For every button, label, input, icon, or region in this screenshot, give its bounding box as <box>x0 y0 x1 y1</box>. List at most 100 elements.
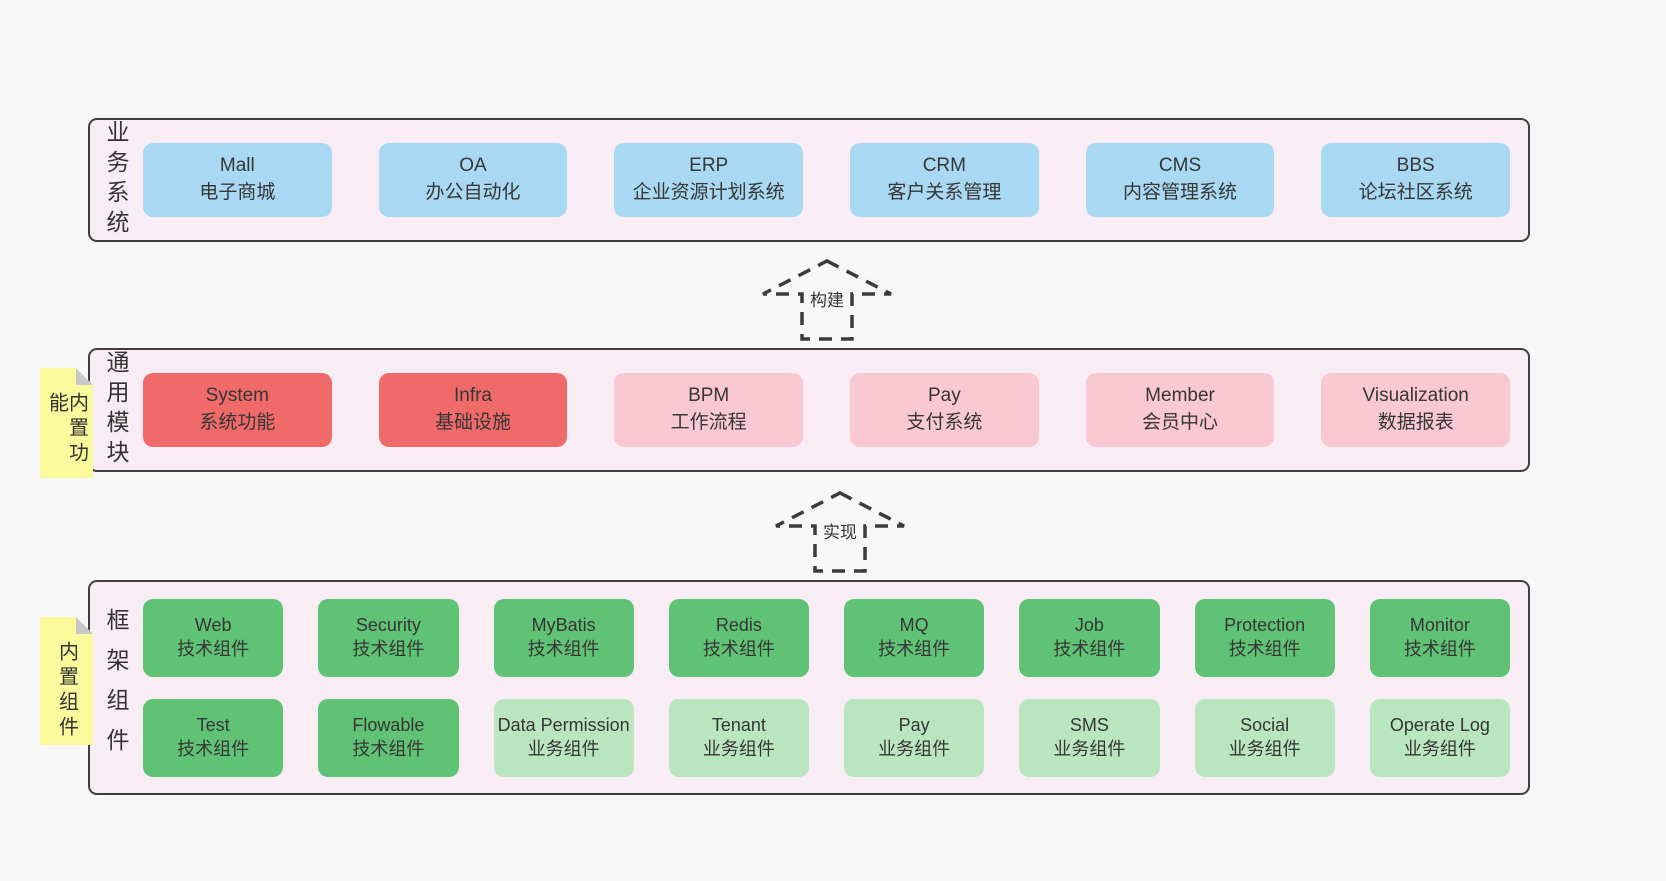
box-pay: Pay 支付系统 <box>850 373 1039 447</box>
arrow-implement: 实现 <box>772 489 908 575</box>
box-monitor: Monitor 技术组件 <box>1369 598 1510 677</box>
box-subtitle: 业务组件 <box>1228 738 1301 759</box>
box-title: Flowable <box>352 715 425 736</box>
box-title: ERP <box>689 155 729 177</box>
box-subtitle: 技术组件 <box>177 738 250 759</box>
box-mybatis: MyBatis 技术组件 <box>493 598 634 677</box>
box-title: CMS <box>1158 155 1202 177</box>
box-title: Visualization <box>1362 385 1469 407</box>
arrow-build: 构建 <box>759 257 895 343</box>
box-operate-log: Operate Log 业务组件 <box>1369 698 1510 777</box>
box-subtitle: 支付系统 <box>906 412 983 433</box>
box-title: Security <box>355 615 421 636</box>
box-title: BPM <box>688 385 730 407</box>
box-member: Member 会员中心 <box>1085 373 1275 447</box>
box-subtitle: 基础设施 <box>435 412 512 433</box>
box-title: Data Permission <box>497 715 630 736</box>
box-tenant: Tenant 业务组件 <box>668 698 809 777</box>
band-business-systems: 业务系统 Mall 电子商城 OA 办公自动化 ERP 企业资源计划系统 CRM… <box>88 118 1530 242</box>
box-subtitle: 技术组件 <box>1403 638 1476 659</box>
box-subtitle: 企业资源计划系统 <box>632 182 785 203</box>
box-subtitle: 技术组件 <box>702 638 775 659</box>
band-label-business: 业务系统 <box>103 120 129 240</box>
box-job: Job 技术组件 <box>1019 598 1160 677</box>
box-erp: ERP 企业资源计划系统 <box>614 143 804 217</box>
components-row-2: Test 技术组件 Flowable 技术组件 Data Permission … <box>143 698 1510 777</box>
box-subtitle: 客户关系管理 <box>887 182 1002 203</box>
box-subtitle: 业务组件 <box>878 738 951 759</box>
box-sms: SMS 业务组件 <box>1019 698 1160 777</box>
business-box-row: Mall 电子商城 OA 办公自动化 ERP 企业资源计划系统 CRM 客户关系… <box>129 143 1528 217</box>
box-test: Test 技术组件 <box>143 698 284 777</box>
box-title: MQ <box>899 615 929 636</box>
band-label-components: 框架组件 <box>103 607 129 768</box>
box-title: OA <box>459 155 487 177</box>
box-bpm: BPM 工作流程 <box>614 373 804 447</box>
box-pay-business: Pay 业务组件 <box>844 698 985 777</box>
box-subtitle: 工作流程 <box>670 412 747 433</box>
box-mall: Mall 电子商城 <box>143 143 332 217</box>
band-label-modules: 通用模块 <box>103 350 129 470</box>
box-bbs: BBS 论坛社区系统 <box>1321 143 1511 217</box>
box-title: SMS <box>1069 715 1109 736</box>
box-subtitle: 技术组件 <box>352 738 425 759</box>
box-security: Security 技术组件 <box>318 598 459 677</box>
box-title: Operate Log <box>1389 715 1490 736</box>
components-row-1: Web 技术组件 Security 技术组件 MyBatis 技术组件 Redi… <box>143 598 1510 677</box>
components-grid: Web 技术组件 Security 技术组件 MyBatis 技术组件 Redi… <box>129 598 1528 777</box>
band-framework-components: 框架组件 Web 技术组件 Security 技术组件 MyBatis 技术组件… <box>88 580 1530 795</box>
box-title: CRM <box>922 155 966 177</box>
box-subtitle: 技术组件 <box>1053 638 1126 659</box>
box-infra: Infra 基础设施 <box>378 373 568 447</box>
box-subtitle: 业务组件 <box>527 738 600 759</box>
box-title: Job <box>1074 615 1104 636</box>
box-subtitle: 业务组件 <box>1403 738 1476 759</box>
box-web: Web 技术组件 <box>143 598 284 677</box>
box-subtitle: 技术组件 <box>1228 638 1301 659</box>
band-common-modules: 通用模块 System 系统功能 Infra 基础设施 BPM 工作流程 Pay… <box>88 348 1530 472</box>
box-subtitle: 论坛社区系统 <box>1358 182 1473 203</box>
box-title: Pay <box>898 715 930 736</box>
box-flowable: Flowable 技术组件 <box>318 698 459 777</box>
up-arrow-icon <box>762 259 892 341</box>
sticky-note-label: 内置功能 <box>45 392 88 467</box>
modules-box-row: System 系统功能 Infra 基础设施 BPM 工作流程 Pay 支付系统… <box>129 373 1528 447</box>
box-title: Member <box>1145 385 1215 407</box>
box-visualization: Visualization 数据报表 <box>1321 373 1511 447</box>
box-subtitle: 系统功能 <box>199 412 276 433</box>
box-title: BBS <box>1396 155 1435 177</box>
box-redis: Redis 技术组件 <box>668 598 809 677</box>
box-protection: Protection 技术组件 <box>1194 598 1335 677</box>
box-subtitle: 办公自动化 <box>425 182 521 203</box>
sticky-note-built-in-features: 内置功能 <box>40 368 93 478</box>
box-title: Redis <box>715 615 762 636</box>
box-subtitle: 内容管理系统 <box>1123 182 1238 203</box>
arrow-implement-label: 实现 <box>820 517 860 544</box>
box-subtitle: 数据报表 <box>1377 412 1454 433</box>
box-title: Protection <box>1224 615 1306 636</box>
box-subtitle: 技术组件 <box>177 638 250 659</box>
box-subtitle: 会员中心 <box>1142 412 1219 433</box>
box-social: Social 业务组件 <box>1194 698 1335 777</box>
box-title: Social <box>1240 715 1290 736</box>
up-arrow-icon <box>775 491 905 573</box>
box-subtitle: 业务组件 <box>1053 738 1126 759</box>
box-subtitle: 电子商城 <box>199 182 276 203</box>
box-title: Monitor <box>1409 615 1470 636</box>
arrow-build-label: 构建 <box>807 285 847 312</box>
sticky-note-built-in-components: 内置组件 <box>40 617 93 745</box>
box-subtitle: 技术组件 <box>878 638 951 659</box>
box-title: System <box>205 385 270 407</box>
box-data-permission: Data Permission 业务组件 <box>493 698 634 777</box>
box-subtitle: 业务组件 <box>702 738 775 759</box>
box-subtitle: 技术组件 <box>352 638 425 659</box>
box-title: Infra <box>453 385 493 407</box>
sticky-note-label: 内置组件 <box>55 641 78 741</box>
box-title: Tenant <box>711 715 766 736</box>
box-title: Test <box>196 715 230 736</box>
box-mq: MQ 技术组件 <box>844 598 985 677</box>
box-oa: OA 办公自动化 <box>378 143 568 217</box>
box-crm: CRM 客户关系管理 <box>850 143 1039 217</box>
box-subtitle: 技术组件 <box>527 638 600 659</box>
